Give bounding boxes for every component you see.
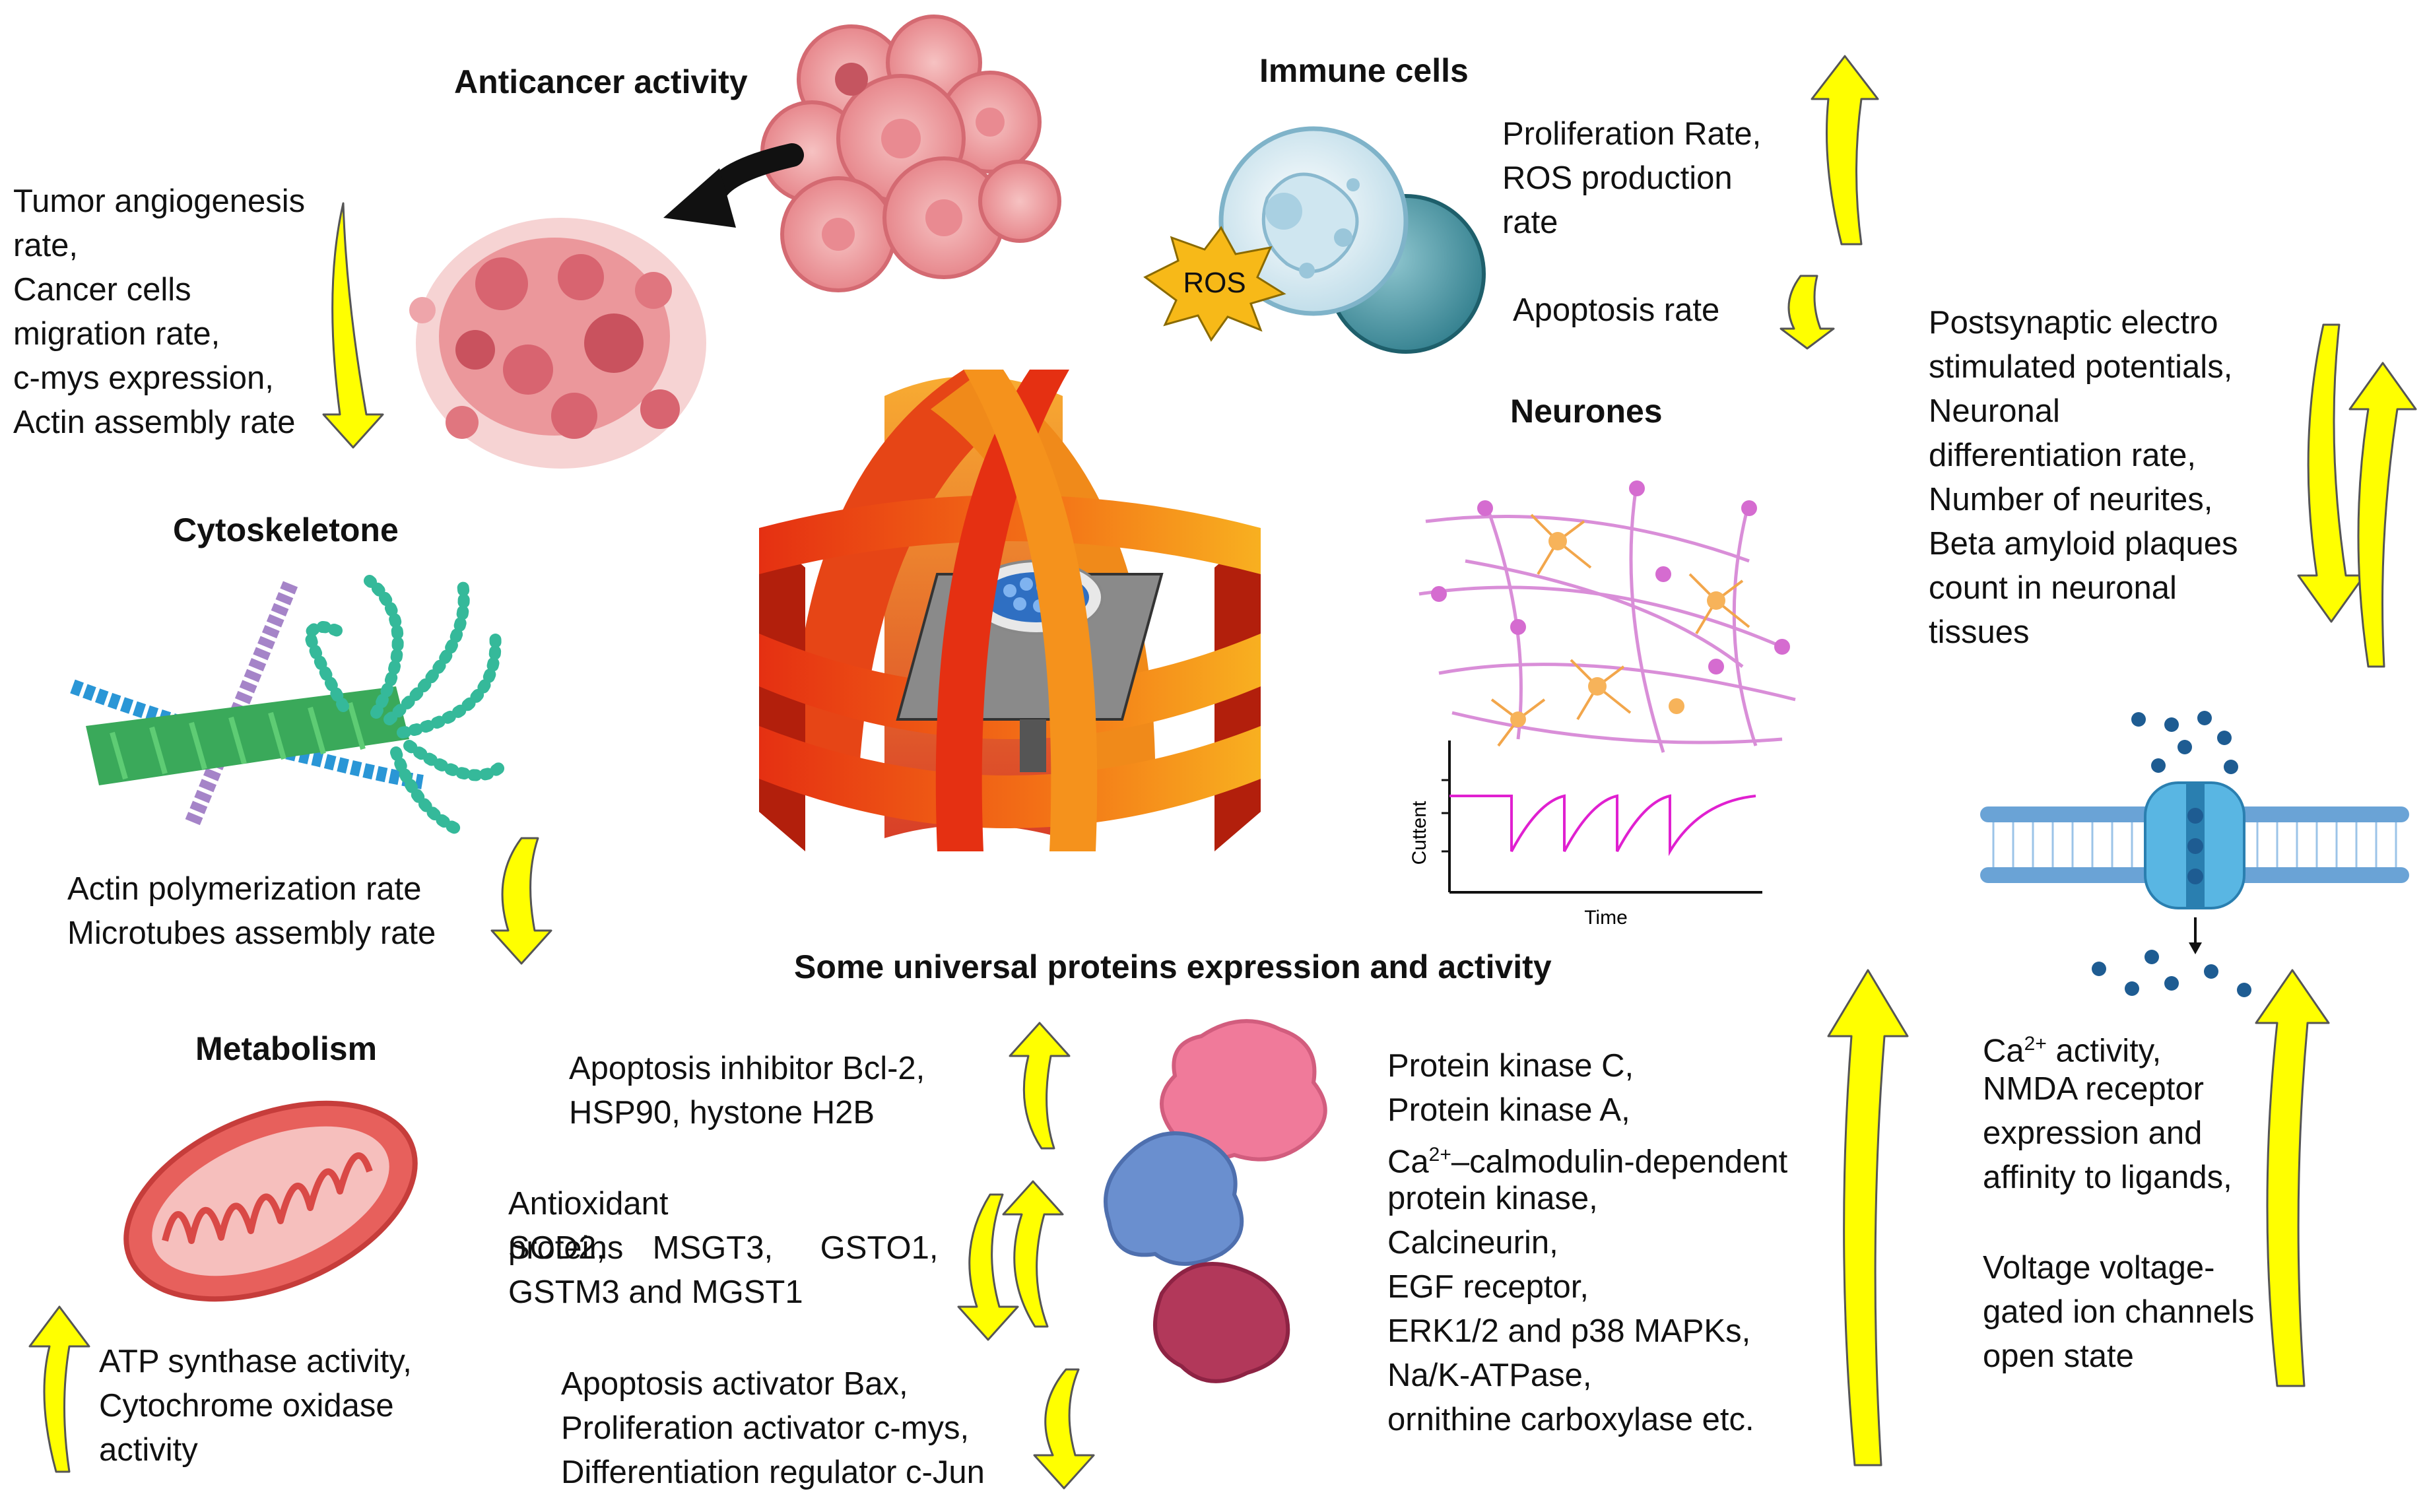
postsynaptic-text: Postsynaptic electro stimulated potentia… <box>1929 305 2238 650</box>
arrow-up-kinases <box>1827 969 1909 1466</box>
arrow-up-neuron <box>2348 362 2417 668</box>
arrow-up-metabolism <box>28 1305 90 1473</box>
arrow-down-cytoskeleton <box>490 837 552 965</box>
apoptosis-rate-text: Apoptosis rate <box>1513 292 1720 328</box>
arrow-down-antioxidant <box>957 1193 1019 1341</box>
arrow-down-tumor <box>322 202 384 449</box>
heading-anticancer: Anticancer activity <box>454 63 748 100</box>
kinases-ca: Ca <box>1387 1144 1429 1180</box>
ca-sup: 2+ <box>2024 1033 2047 1055</box>
ion-channel-membrane <box>1980 711 2409 997</box>
actin-text: Actin polymerization rate Microtubes ass… <box>67 871 436 951</box>
graph-xlabel: Time <box>1584 907 1628 929</box>
arrow-up-calcium <box>2255 969 2330 1387</box>
tumor-tissue <box>409 218 706 469</box>
current-graph <box>1442 740 1762 894</box>
protein-illustrations <box>1104 1019 1327 1383</box>
arrow-down-apoptosis <box>1779 275 1835 350</box>
kinases-text-1: Protein kinase C, Protein kinase A, <box>1387 1048 1634 1128</box>
nmda-text: NMDA receptor expression and affinity to… <box>1983 1071 2232 1195</box>
yellow-arrows <box>28 55 2417 1490</box>
ros-burst-icon <box>1143 226 1286 342</box>
heading-cytoskeletone: Cytoskeletone <box>173 511 399 548</box>
immune-cells-illustration <box>1218 126 1486 354</box>
graph-ylabel: Cuttent <box>1409 801 1430 865</box>
cytoskeleton-illustration <box>70 575 508 838</box>
immune-proliferation-text: Proliferation Rate, ROS production rate <box>1502 116 1762 240</box>
kinases-ca-line: Ca2+–calmodulin-dependent <box>1387 1133 1787 1184</box>
arrow-down-apoptosis-activator <box>1033 1368 1095 1490</box>
ca-label: Ca <box>1983 1033 2024 1069</box>
neuron-network <box>1418 480 1796 753</box>
metabolism-text: ATP synthase activity, Cytochrome oxidas… <box>99 1344 412 1468</box>
kinases-ca-sup: 2+ <box>1428 1144 1451 1166</box>
arrow-up-apoptosis-inhibitor <box>1009 1022 1071 1150</box>
ros-label: ROS <box>1183 267 1246 299</box>
apoptosis-inhibitor-text: Apoptosis inhibitor Bcl-2, HSP90, hyston… <box>569 1051 925 1131</box>
ca-activity-line: Ca2+ activity, <box>1983 1022 2161 1073</box>
tumor-text: Tumor angiogenesis rate, Cancer cells mi… <box>13 183 306 440</box>
heading-neurones: Neurones <box>1510 393 1663 430</box>
arrow-down-neuron <box>2297 323 2366 623</box>
arrow-up-antioxidant <box>1002 1180 1064 1328</box>
apoptosis-activator-text: Apoptosis activator Bax, Proliferation a… <box>561 1366 985 1490</box>
heading-universal-proteins: Some universal proteins expression and a… <box>794 948 1552 985</box>
cancer-cell-cluster <box>760 15 1061 292</box>
kinases-text-2: protein kinase, Calcineurin, EGF recepto… <box>1387 1181 1754 1437</box>
antioxidant-line-3: GSTM3 and MGST1 <box>508 1274 803 1310</box>
antioxidant-line-1: Antioxidant proteins <box>508 1186 669 1266</box>
arrow-up-immune <box>1811 55 1879 246</box>
heading-metabolism: Metabolism <box>195 1030 378 1067</box>
mitochondrion-illustration <box>123 1100 418 1302</box>
voltage-text: Voltage voltage- gated ion channels open… <box>1983 1250 2255 1374</box>
electromagnetic-cage <box>759 370 1261 851</box>
antioxidant-line-2: SOD2, MSGT3, GSTO1, <box>508 1230 939 1266</box>
ca-rest: activity, <box>2046 1033 2162 1069</box>
kinases-ca-rest: –calmodulin-dependent <box>1451 1144 1788 1180</box>
curved-black-arrow <box>663 143 804 228</box>
heading-immune-cells: Immune cells <box>1259 52 1469 89</box>
